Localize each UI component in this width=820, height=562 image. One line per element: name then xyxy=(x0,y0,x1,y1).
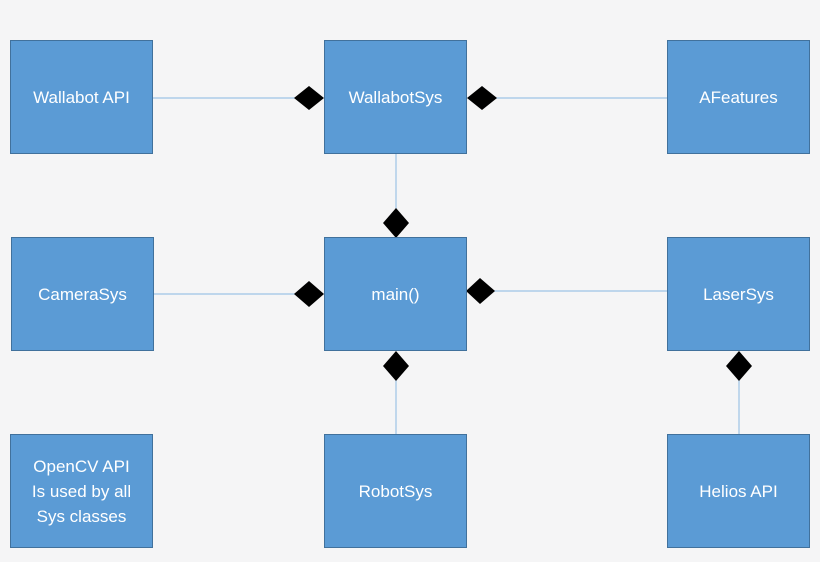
composition-diamond-afeatures xyxy=(467,86,497,110)
node-wallabot-api[interactable]: Wallabot API xyxy=(10,40,153,154)
node-main[interactable]: main() xyxy=(324,237,467,351)
composition-diamond-wallabotsys xyxy=(383,208,409,238)
node-label: OpenCV API Is used by all Sys classes xyxy=(31,456,132,526)
composition-diamond-helios xyxy=(726,351,752,381)
composition-diamond-robotsys xyxy=(383,351,409,381)
node-robotsys[interactable]: RobotSys xyxy=(324,434,467,548)
composition-diamond-lasersys xyxy=(466,278,495,304)
node-label: RobotSys xyxy=(358,481,433,501)
node-wallabotsys[interactable]: WallabotSys xyxy=(324,40,467,154)
composition-diamond-camerasys xyxy=(294,281,324,307)
node-lasersys[interactable]: LaserSys xyxy=(667,237,810,351)
composition-diamond-wallabot-api xyxy=(294,86,324,110)
node-opencv-note[interactable]: OpenCV API Is used by all Sys classes xyxy=(10,434,153,548)
node-camerasys[interactable]: CameraSys xyxy=(11,237,154,351)
node-label: WallabotSys xyxy=(348,87,443,107)
node-label: main() xyxy=(371,284,420,304)
node-label: LaserSys xyxy=(703,284,774,304)
node-label: Helios API xyxy=(699,481,778,501)
node-afeatures[interactable]: AFeatures xyxy=(667,40,810,154)
node-helios-api[interactable]: Helios API xyxy=(667,434,810,548)
node-label: AFeatures xyxy=(699,87,778,107)
node-label: CameraSys xyxy=(38,284,127,304)
node-label: Wallabot API xyxy=(33,87,130,107)
